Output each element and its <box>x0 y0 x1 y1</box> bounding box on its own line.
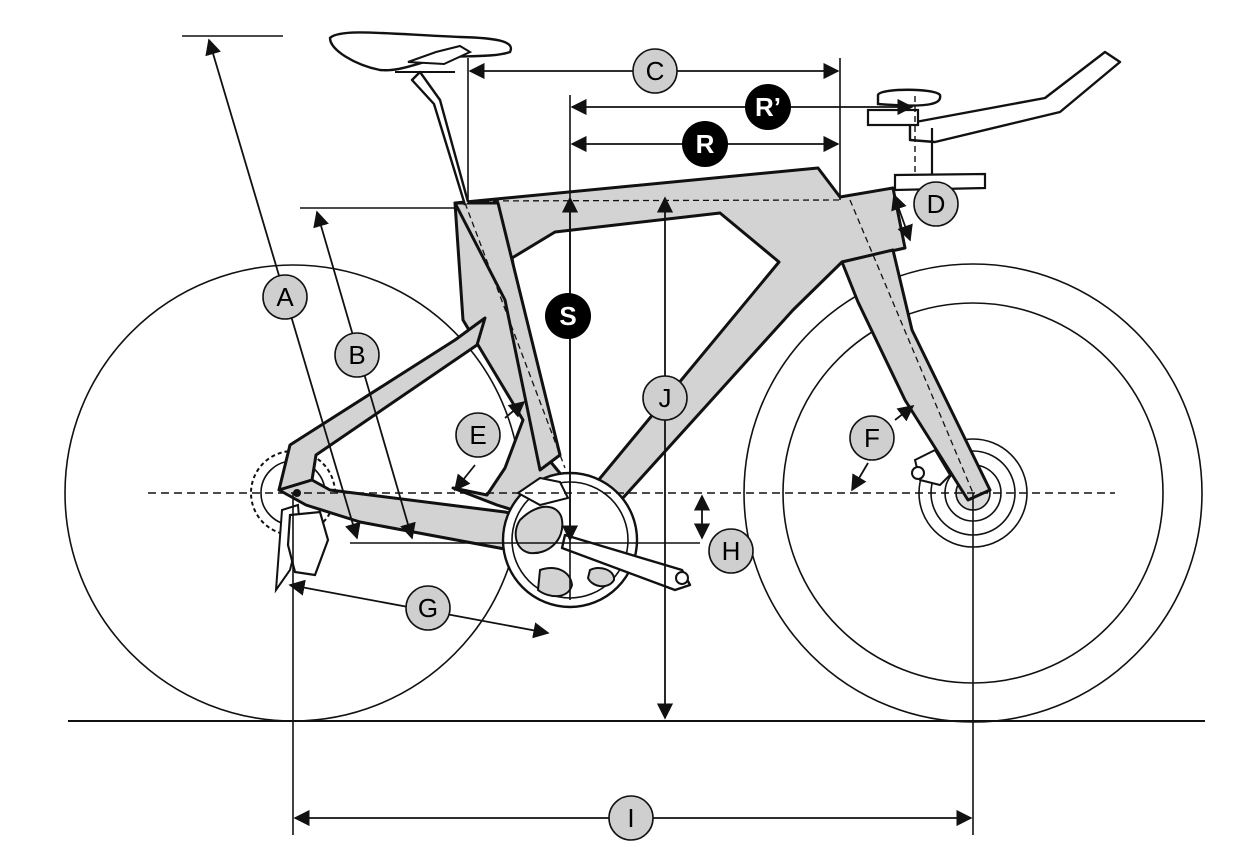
svg-text:E: E <box>469 420 486 450</box>
svg-text:F: F <box>864 423 880 453</box>
label-H: H <box>708 528 754 574</box>
label-S: S <box>545 293 591 339</box>
label-C: C <box>632 48 678 94</box>
label-R: R <box>682 121 728 167</box>
seat-stay <box>277 316 487 492</box>
svg-text:D: D <box>927 189 946 219</box>
svg-text:I: I <box>627 803 634 833</box>
svg-text:S: S <box>559 301 576 331</box>
svg-text:R’: R’ <box>755 92 781 122</box>
aerobars <box>866 50 1122 192</box>
seat-tube <box>453 201 562 472</box>
svg-text:R: R <box>696 129 715 159</box>
label-D: D <box>913 181 959 227</box>
svg-text:G: G <box>418 593 438 623</box>
label-A: A <box>262 274 308 320</box>
label-J: J <box>642 375 688 421</box>
label-I: I <box>608 795 654 841</box>
label-R-prime: R’ <box>745 84 791 130</box>
svg-text:H: H <box>722 536 741 566</box>
seatpost-saddle <box>328 31 513 206</box>
front-fork <box>840 248 992 502</box>
front-brake <box>911 448 952 487</box>
label-E: E <box>455 412 501 458</box>
label-B: B <box>334 332 380 378</box>
svg-text:C: C <box>646 56 665 86</box>
label-G: G <box>405 585 451 631</box>
svg-text:J: J <box>659 383 672 413</box>
svg-text:B: B <box>348 340 365 370</box>
svg-text:A: A <box>276 282 294 312</box>
label-F: F <box>849 415 895 461</box>
